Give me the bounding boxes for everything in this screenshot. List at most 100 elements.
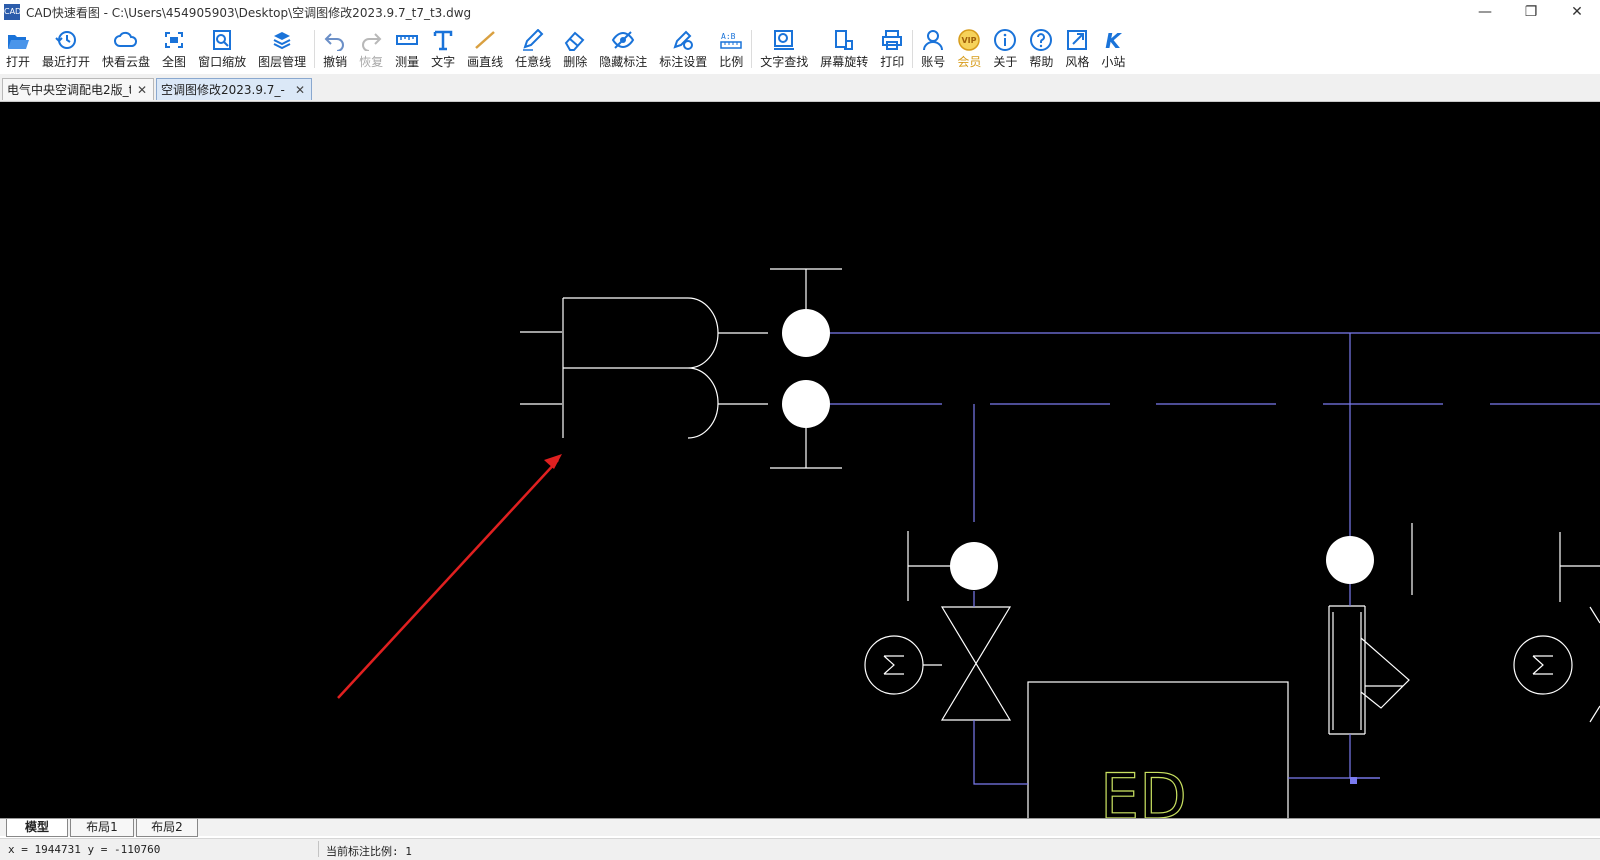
rotate-screen-label: 屏幕旋转 xyxy=(820,54,869,69)
layers-button[interactable]: 图层管理 xyxy=(252,24,312,74)
account-label: 账号 xyxy=(921,54,946,69)
hide-annotation-label: 隐藏标注 xyxy=(599,54,648,69)
help-label: 帮助 xyxy=(1029,54,1054,69)
annotation-settings-label: 标注设置 xyxy=(659,54,708,69)
pencil-icon xyxy=(523,28,544,51)
motor-symbol xyxy=(1513,635,1573,695)
pipe-line xyxy=(830,332,1600,779)
help-button[interactable]: 帮助 xyxy=(1023,24,1059,74)
site-label: 小站 xyxy=(1101,54,1126,69)
motor-sigma xyxy=(1532,655,1553,675)
layers-label: 图层管理 xyxy=(258,54,307,69)
restore-button[interactable]: ❐ xyxy=(1524,4,1538,20)
text-label: 文字 xyxy=(431,54,456,69)
tab-document-1[interactable]: 电气中央空调配电2版_t: ✕ xyxy=(2,78,154,100)
text-search-button[interactable]: 文字查找 xyxy=(754,24,814,74)
delete-label: 删除 xyxy=(563,54,588,69)
toolbar-divider xyxy=(314,30,316,68)
valve-symbol xyxy=(907,531,1012,721)
cloud-label: 快看云盘 xyxy=(102,54,151,69)
sensor-circle xyxy=(1326,536,1374,584)
text-button[interactable]: 文字 xyxy=(425,24,461,74)
fullview-button[interactable]: 全图 xyxy=(156,24,192,74)
sensor-stem xyxy=(770,268,842,469)
eraser-icon xyxy=(564,31,585,51)
tab-layout2[interactable]: 布局2 xyxy=(136,819,198,837)
freehand-label: 任意线 xyxy=(515,54,552,69)
fullscreen-icon xyxy=(165,31,184,48)
measure-icon xyxy=(396,34,419,45)
tab-model[interactable]: 模型 xyxy=(6,819,68,837)
user-icon xyxy=(923,29,944,50)
undo-button[interactable]: 撤销 xyxy=(317,24,353,74)
history-icon xyxy=(55,30,77,49)
freehand-button[interactable]: 任意线 xyxy=(509,24,557,74)
print-label: 打印 xyxy=(880,54,905,69)
print-icon xyxy=(882,29,903,50)
text-search-label: 文字查找 xyxy=(760,54,809,69)
redo-label: 恢复 xyxy=(359,54,384,69)
scale-button[interactable]: A:B 比例 xyxy=(713,24,749,74)
close-button[interactable]: ✕ xyxy=(1571,4,1583,20)
cad-drawing: ED xyxy=(337,268,1600,818)
scale-label: 比例 xyxy=(719,54,744,69)
folder-open-icon xyxy=(8,34,29,49)
site-icon-text: K xyxy=(1106,29,1123,51)
sensor-bracket xyxy=(1411,523,1600,602)
recent-button[interactable]: 最近打开 xyxy=(36,24,96,74)
toolbar-divider xyxy=(751,30,753,68)
filter-symbol xyxy=(1328,605,1410,735)
style-icon xyxy=(1067,29,1088,50)
scale-icon-text: A:B xyxy=(721,32,736,41)
tab-label: 电气中央空调配电2版_t: xyxy=(7,83,131,97)
gate-symbol xyxy=(520,297,768,439)
vip-icon-text: VIP xyxy=(962,36,977,45)
cloud-button[interactable]: 快看云盘 xyxy=(96,24,156,74)
annotation-settings-button[interactable]: 标注设置 xyxy=(653,24,713,74)
draw-line-label: 画直线 xyxy=(467,54,504,69)
style-button[interactable]: 风格 xyxy=(1059,24,1095,74)
zoom-window-button[interactable]: 窗口缩放 xyxy=(192,24,252,74)
site-button[interactable]: K 小站 xyxy=(1095,24,1131,74)
redo-icon xyxy=(362,32,382,51)
measure-button[interactable]: 测量 xyxy=(389,24,425,74)
drawing-canvas[interactable]: ED xyxy=(0,102,1600,818)
title-bar: CAD CAD快速看图 - C:\Users\454905903\Desktop… xyxy=(0,0,1600,24)
close-icon[interactable]: ✕ xyxy=(137,82,148,97)
line-icon xyxy=(475,30,495,49)
open-button[interactable]: 打开 xyxy=(0,24,36,74)
delete-button[interactable]: 删除 xyxy=(557,24,593,74)
cursor-coordinates: x = 1944731 y = -110760 xyxy=(8,843,161,856)
tab-label: 空调图修改2023.9.7_- xyxy=(161,83,285,97)
hide-annotation-button[interactable]: 隐藏标注 xyxy=(593,24,653,74)
status-divider xyxy=(318,841,319,857)
app-logo-icon: CAD xyxy=(4,4,21,20)
recent-label: 最近打开 xyxy=(42,54,91,69)
annotation-settings-icon xyxy=(673,30,694,50)
document-tab-strip: 电气中央空调配电2版_t: ✕ 空调图修改2023.9.7_- ✕ xyxy=(0,74,1600,102)
annotation-scale: 当前标注比例: 1 xyxy=(326,845,412,858)
about-button[interactable]: 关于 xyxy=(987,24,1023,74)
vip-icon: VIP xyxy=(958,28,981,51)
zoom-window-label: 窗口缩放 xyxy=(198,54,247,69)
tab-document-2[interactable]: 空调图修改2023.9.7_- ✕ xyxy=(156,78,312,100)
undo-label: 撤销 xyxy=(323,54,348,69)
print-button[interactable]: 打印 xyxy=(874,24,910,74)
tab-layout1[interactable]: 布局1 xyxy=(70,819,134,837)
text-icon xyxy=(433,30,453,50)
sensor-circle xyxy=(782,380,830,428)
grip-point xyxy=(1350,777,1357,784)
window-title: CAD快速看图 - C:\Users\454905903\Desktop\空调图… xyxy=(26,5,472,20)
close-icon[interactable]: ✕ xyxy=(295,82,306,97)
zoom-window-icon xyxy=(213,29,232,50)
vip-button[interactable]: VIP 会员 xyxy=(951,24,987,74)
arrow-head xyxy=(544,454,562,469)
layout-tab-bar: 模型 布局1 布局2 xyxy=(0,818,1600,837)
redo-button[interactable]: 恢复 xyxy=(353,24,389,74)
minimize-button[interactable]: — xyxy=(1478,4,1492,20)
draw-line-button[interactable]: 画直线 xyxy=(461,24,509,74)
text-search-icon xyxy=(774,29,795,50)
account-button[interactable]: 账号 xyxy=(915,24,951,74)
rotate-screen-button[interactable]: 屏幕旋转 xyxy=(814,24,874,74)
measure-label: 测量 xyxy=(395,54,420,69)
